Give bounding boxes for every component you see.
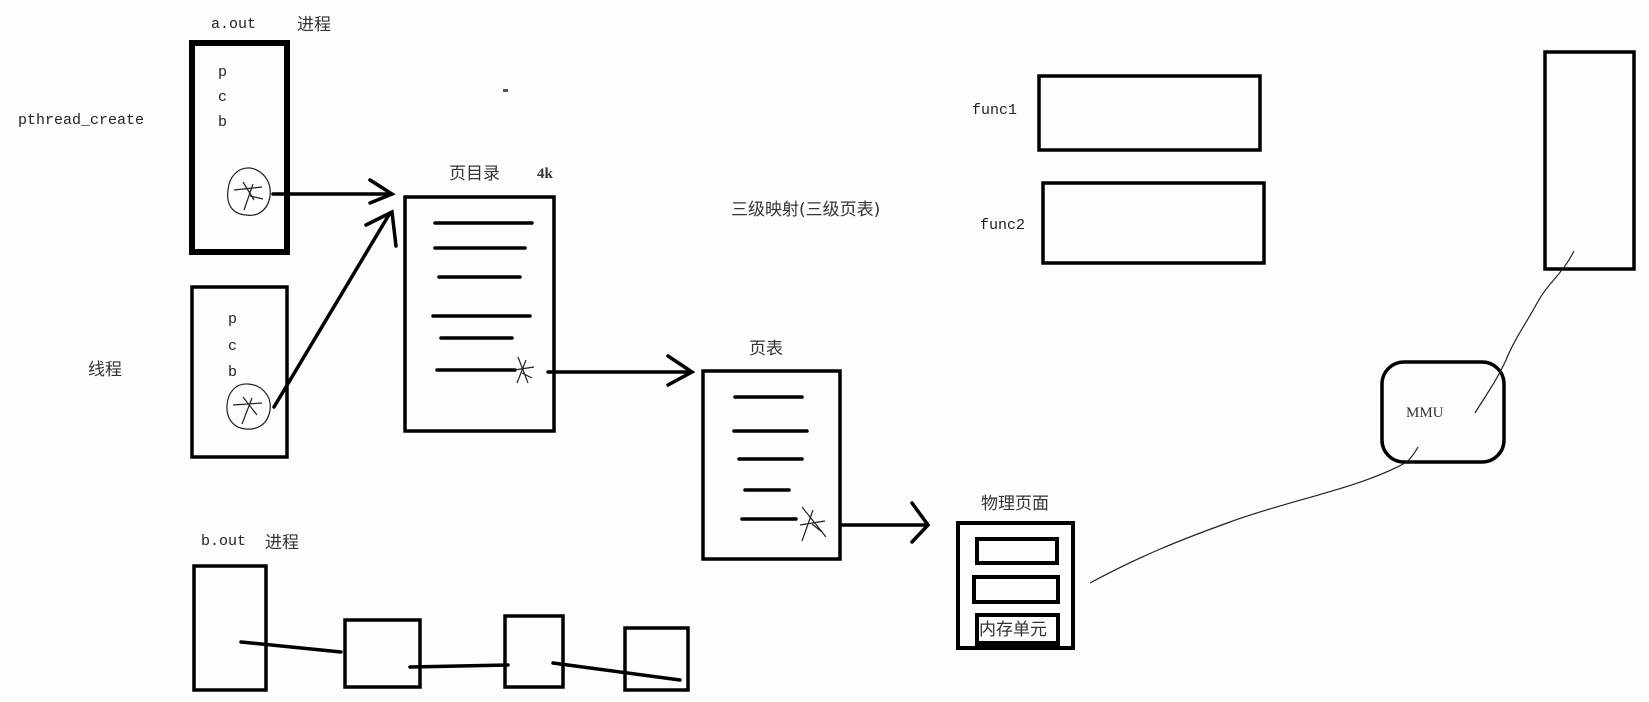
process-b-group: b.out 进程 [192, 533, 690, 692]
process-b-name: b.out [201, 533, 246, 550]
memory-cell-label: 内存单元 [979, 620, 1047, 640]
thread-pcb-b: b [228, 364, 237, 381]
thread-group: 线程 p c b [88, 285, 289, 459]
physical-page-title: 物理页面 [981, 494, 1049, 514]
memory-cell[interactable] [975, 537, 1059, 565]
address-space-box[interactable] [1543, 50, 1636, 271]
func1-box[interactable] [1037, 74, 1262, 152]
pthread-create-label: pthread_create [18, 112, 144, 129]
mapping-note: 三级映射(三级页表) [731, 200, 880, 220]
stray-mark [503, 89, 508, 92]
thread-label: 线程 [88, 360, 122, 380]
function-group: func1 func2 [972, 74, 1266, 265]
func2-box[interactable] [1041, 181, 1266, 265]
func2-label: func2 [980, 217, 1025, 234]
arrow-pagedir-to-pagetable [546, 354, 696, 387]
process-a-name: a.out [211, 16, 256, 33]
page-table-title: 页表 [749, 339, 783, 359]
chain-link [551, 661, 682, 682]
process-b-box[interactable] [192, 564, 268, 692]
chain-node[interactable] [343, 618, 422, 689]
process-a-box[interactable] [189, 40, 290, 255]
page-directory-box[interactable] [403, 195, 556, 433]
process-a-group: a.out 进程 p c b pthread_create [18, 15, 331, 255]
chain-link [239, 640, 343, 654]
mmu-group: MMU [1380, 360, 1506, 464]
process-a-pcb-c: c [218, 89, 227, 106]
tangle-circle-icon [227, 167, 271, 216]
process-a-kind: 进程 [297, 15, 331, 35]
memory-cell-bottom-bar [979, 641, 1056, 647]
page-directory-group: 页目录 4k [403, 164, 556, 433]
page-directory-title: 页目录 [449, 164, 500, 184]
page-table-group: 页表 [701, 339, 842, 561]
mmu-box[interactable] [1380, 360, 1506, 464]
arrow-process-to-pagedir [271, 178, 396, 205]
process-a-pcb-p: p [218, 64, 227, 81]
page-directory-entries [431, 221, 534, 372]
chain-node[interactable] [623, 626, 690, 692]
memory-cell[interactable] [972, 575, 1060, 604]
chain-link [408, 663, 510, 669]
process-a-pcb-b: b [218, 114, 227, 131]
thread-pcb-c: c [228, 338, 237, 355]
arrow-pagetable-to-physical [840, 501, 931, 544]
page-directory-size: 4k [537, 166, 554, 182]
page-table-entries [732, 395, 809, 521]
physical-page-group: 物理页面 内存单元 [956, 494, 1075, 650]
connector-mmu-to-address-space [1474, 250, 1575, 414]
scribble-mark-icon [799, 506, 827, 542]
mmu-label: MMU [1406, 405, 1444, 421]
chain-node[interactable] [503, 614, 565, 689]
thread-box[interactable] [190, 285, 289, 459]
func1-label: func1 [972, 102, 1017, 119]
process-b-kind: 进程 [265, 533, 299, 553]
tangle-circle-icon [226, 383, 271, 430]
arrow-thread-to-pagedir [272, 209, 398, 409]
connector-mmu-to-physical [1089, 446, 1419, 584]
scribble-mark-icon [513, 356, 535, 384]
page-table-box[interactable] [701, 369, 842, 561]
thread-pcb-p: p [228, 311, 237, 328]
